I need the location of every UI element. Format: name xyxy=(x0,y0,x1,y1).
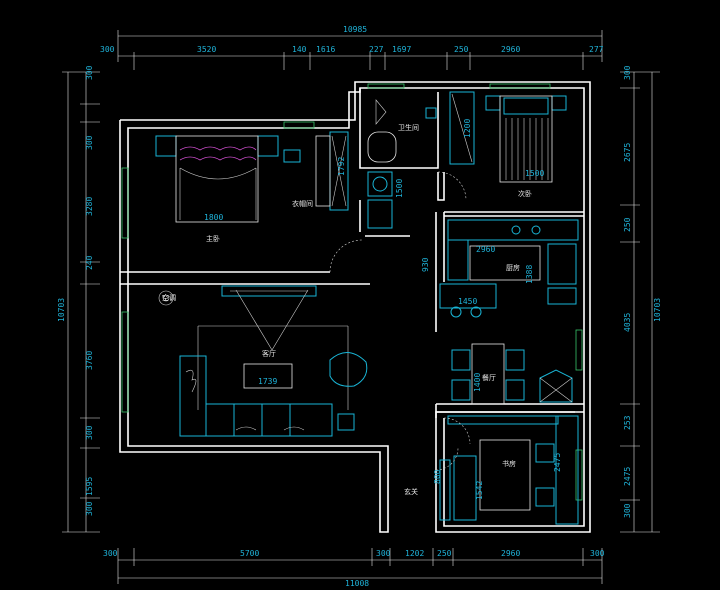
right-dim-4: 4035 xyxy=(623,313,632,332)
left-dim-6: 300 xyxy=(85,425,94,440)
master-bedroom xyxy=(155,131,349,223)
left-dimension-lines xyxy=(62,71,100,533)
bath-depth-dim: 1200 xyxy=(463,119,472,138)
dining-length-dim: 1400 xyxy=(473,373,482,392)
kitchen-label: 厨房 xyxy=(506,263,520,272)
left-dim-2: 300 xyxy=(85,135,94,150)
bottom-dim-7: 300 xyxy=(590,549,605,558)
kitchen-depth-dim: 1388 xyxy=(525,265,534,284)
bathroom-label: 卫生间 xyxy=(398,123,419,132)
dining-room-label: 餐厅 xyxy=(482,373,496,382)
washer-depth-dim: 1500 xyxy=(395,179,404,198)
top-dim-1: 300 xyxy=(100,45,115,54)
kitchen-counter-dim: 2960 xyxy=(476,245,495,254)
master-bedroom-door-swing xyxy=(329,239,363,273)
right-dim-7: 300 xyxy=(623,503,632,518)
top-dim-7: 250 xyxy=(454,45,469,54)
bottom-segment-dims: 300 5700 300 1202 250 2960 300 xyxy=(103,549,605,558)
cloakroom-label: 衣帽间 xyxy=(292,199,313,208)
right-dim-1: 300 xyxy=(623,65,632,80)
left-dim-1: 300 xyxy=(85,65,94,80)
top-dim-4: 1616 xyxy=(316,45,335,54)
study-door-swing xyxy=(443,417,471,445)
left-dim-7: 1595 xyxy=(85,477,94,496)
living-room-label: 客厅 xyxy=(262,349,276,358)
entrance-door-swing xyxy=(435,447,459,471)
top-dim-8: 2960 xyxy=(501,45,520,54)
island-length-dim: 1450 xyxy=(458,297,477,306)
master-bed-width-dim: 1800 xyxy=(204,213,223,222)
coffee-table-dim: 1739 xyxy=(258,377,277,386)
right-total-dim: 10703 xyxy=(653,298,662,322)
corridor-width-dim: 930 xyxy=(421,257,430,272)
second-bed-width-dim: 1500 xyxy=(525,169,544,178)
second-bedroom xyxy=(449,91,567,183)
bottom-dimension-lines xyxy=(117,548,603,584)
bottom-dim-2: 5700 xyxy=(240,549,259,558)
left-dim-4: 240 xyxy=(85,255,94,270)
left-segment-dims: 300 300 3280 240 3760 300 1595 300 xyxy=(85,65,94,516)
top-dim-5: 227 xyxy=(369,45,384,54)
right-dimension-lines xyxy=(620,71,660,533)
study-depth-dim: 2475 xyxy=(553,453,562,472)
air-conditioner-label: 空调 xyxy=(162,293,176,302)
bathroom xyxy=(367,99,437,229)
bottom-dim-1: 300 xyxy=(103,549,118,558)
top-total-dim: 10985 xyxy=(343,25,367,34)
right-dim-6: 2475 xyxy=(623,467,632,486)
top-dim-9: 277 xyxy=(589,45,604,54)
closet-depth-dim: 1792 xyxy=(337,157,346,176)
right-dim-2: 2675 xyxy=(623,143,632,162)
dining-room xyxy=(451,343,573,405)
top-dim-3: 140 xyxy=(292,45,307,54)
bottom-dim-5: 250 xyxy=(437,549,452,558)
right-dim-5: 253 xyxy=(623,415,632,430)
study-width-dim: 1542 xyxy=(475,481,484,500)
study-label: 书房 xyxy=(502,459,516,468)
bottom-dim-3: 300 xyxy=(376,549,391,558)
walls xyxy=(119,81,591,533)
bottom-dim-4: 1202 xyxy=(405,549,424,558)
left-total-dim: 10703 xyxy=(57,298,66,322)
kitchen xyxy=(439,219,579,318)
bathroom-door-swing xyxy=(437,171,467,201)
top-dim-2: 3520 xyxy=(197,45,216,54)
entrance-width-dim: 800 xyxy=(433,469,442,484)
study xyxy=(439,415,579,525)
second-bedroom-label: 次卧 xyxy=(518,189,532,198)
windows xyxy=(121,83,583,501)
right-segment-dims: 300 2675 250 4035 253 2475 300 xyxy=(623,65,632,518)
left-dim-5: 3760 xyxy=(85,351,94,370)
master-bedroom-label: 主卧 xyxy=(206,234,220,243)
bottom-dim-6: 2960 xyxy=(501,549,520,558)
top-dim-6: 1697 xyxy=(392,45,411,54)
right-dim-3: 250 xyxy=(623,217,632,232)
top-dimension-lines xyxy=(117,30,603,70)
living-room xyxy=(158,285,368,437)
top-segment-dims: 300 3520 140 1616 227 1697 250 2960 277 xyxy=(100,45,604,54)
left-dim-3: 3280 xyxy=(85,197,94,216)
entrance-label: 玄关 xyxy=(404,487,418,496)
bed-stripes xyxy=(505,118,549,180)
left-dim-8: 300 xyxy=(85,501,94,516)
bottom-total-dim: 11008 xyxy=(345,579,369,588)
